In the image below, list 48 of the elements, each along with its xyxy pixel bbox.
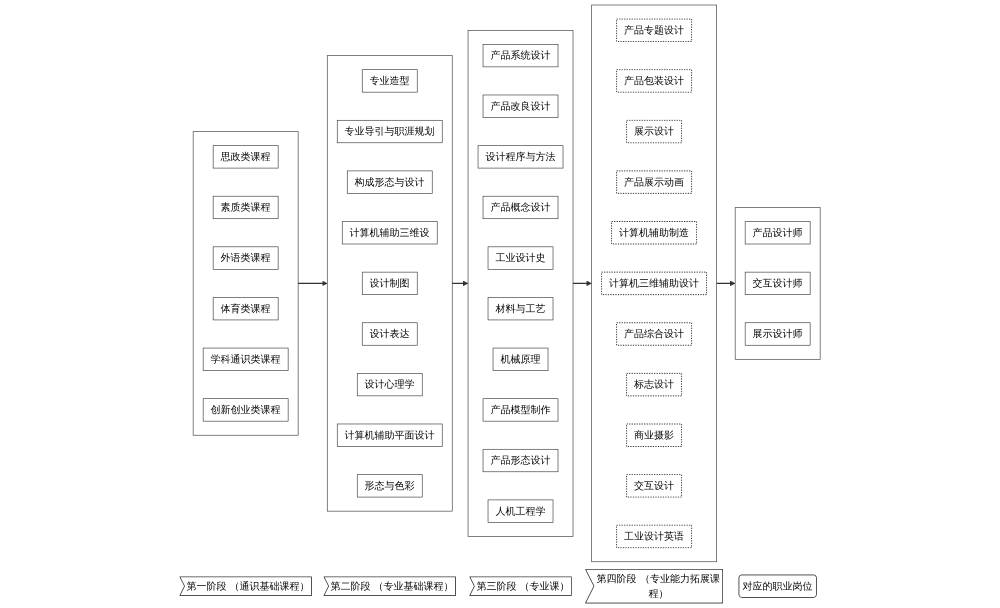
arrow — [452, 280, 468, 286]
node-box: 计算机辅助制造 — [611, 221, 698, 244]
node-box: 产品概念设计 — [482, 196, 558, 220]
node-box: 标志设计 — [626, 372, 682, 396]
arrow — [716, 280, 736, 286]
node-box: 商业摄影 — [626, 424, 682, 447]
node-box: 交互设计师 — [744, 272, 810, 295]
node-box: 工业设计英语 — [616, 524, 692, 548]
node-box: 产品模型制作 — [482, 398, 558, 422]
cluster — [468, 30, 574, 537]
node-box: 交互设计 — [626, 474, 682, 498]
node-box: 外语类课程 — [212, 246, 278, 270]
node-box: 产品改良设计 — [482, 94, 558, 118]
node-box: 产品形态设计 — [482, 448, 558, 472]
node-box: 产品设计师 — [744, 221, 810, 244]
arrow — [298, 280, 328, 286]
node-box: 人机工程学 — [488, 500, 554, 523]
node-box: 材料与工艺 — [488, 297, 554, 320]
node-box: 专业导引与职涯规划 — [336, 120, 443, 144]
node-box: 产品展示动画 — [616, 170, 692, 194]
node-box: 创新创业类课程 — [202, 398, 288, 422]
node-box: 设计制图 — [362, 272, 418, 295]
node-box: 计算机辅助平面设计 — [336, 424, 443, 447]
node-box: 产品系统设计 — [482, 44, 558, 68]
cluster — [734, 207, 820, 360]
node-box: 工业设计史 — [488, 246, 554, 270]
node-box: 体育类课程 — [212, 297, 278, 320]
cluster — [326, 55, 453, 512]
node-box: 学科通识类课程 — [202, 348, 288, 371]
arrow — [573, 280, 592, 286]
node-box: 展示设计师 — [744, 322, 810, 346]
node-box: 机械原理 — [492, 348, 548, 371]
node-box: 设计心理学 — [356, 373, 423, 396]
cluster — [192, 131, 298, 436]
node-box: 设计表达 — [362, 322, 418, 346]
node-box: 产品专题设计 — [616, 18, 692, 42]
node-box: 产品综合设计 — [616, 322, 692, 346]
cluster — [591, 4, 717, 562]
node-box: 设计程序与方法 — [478, 145, 564, 168]
node-box: 思政类课程 — [212, 145, 278, 168]
node-box: 计算机辅助三维设 — [342, 221, 438, 244]
node-box: 产品包装设计 — [616, 69, 692, 93]
node-box: 素质类课程 — [212, 196, 278, 220]
node-box: 专业造型 — [362, 69, 418, 92]
node-box: 形态与色彩 — [356, 474, 423, 498]
node-box: 构成形态与设计 — [346, 170, 433, 194]
node-box: 展示设计 — [626, 120, 682, 144]
node-box: 计算机三维辅助设计 — [601, 272, 708, 296]
